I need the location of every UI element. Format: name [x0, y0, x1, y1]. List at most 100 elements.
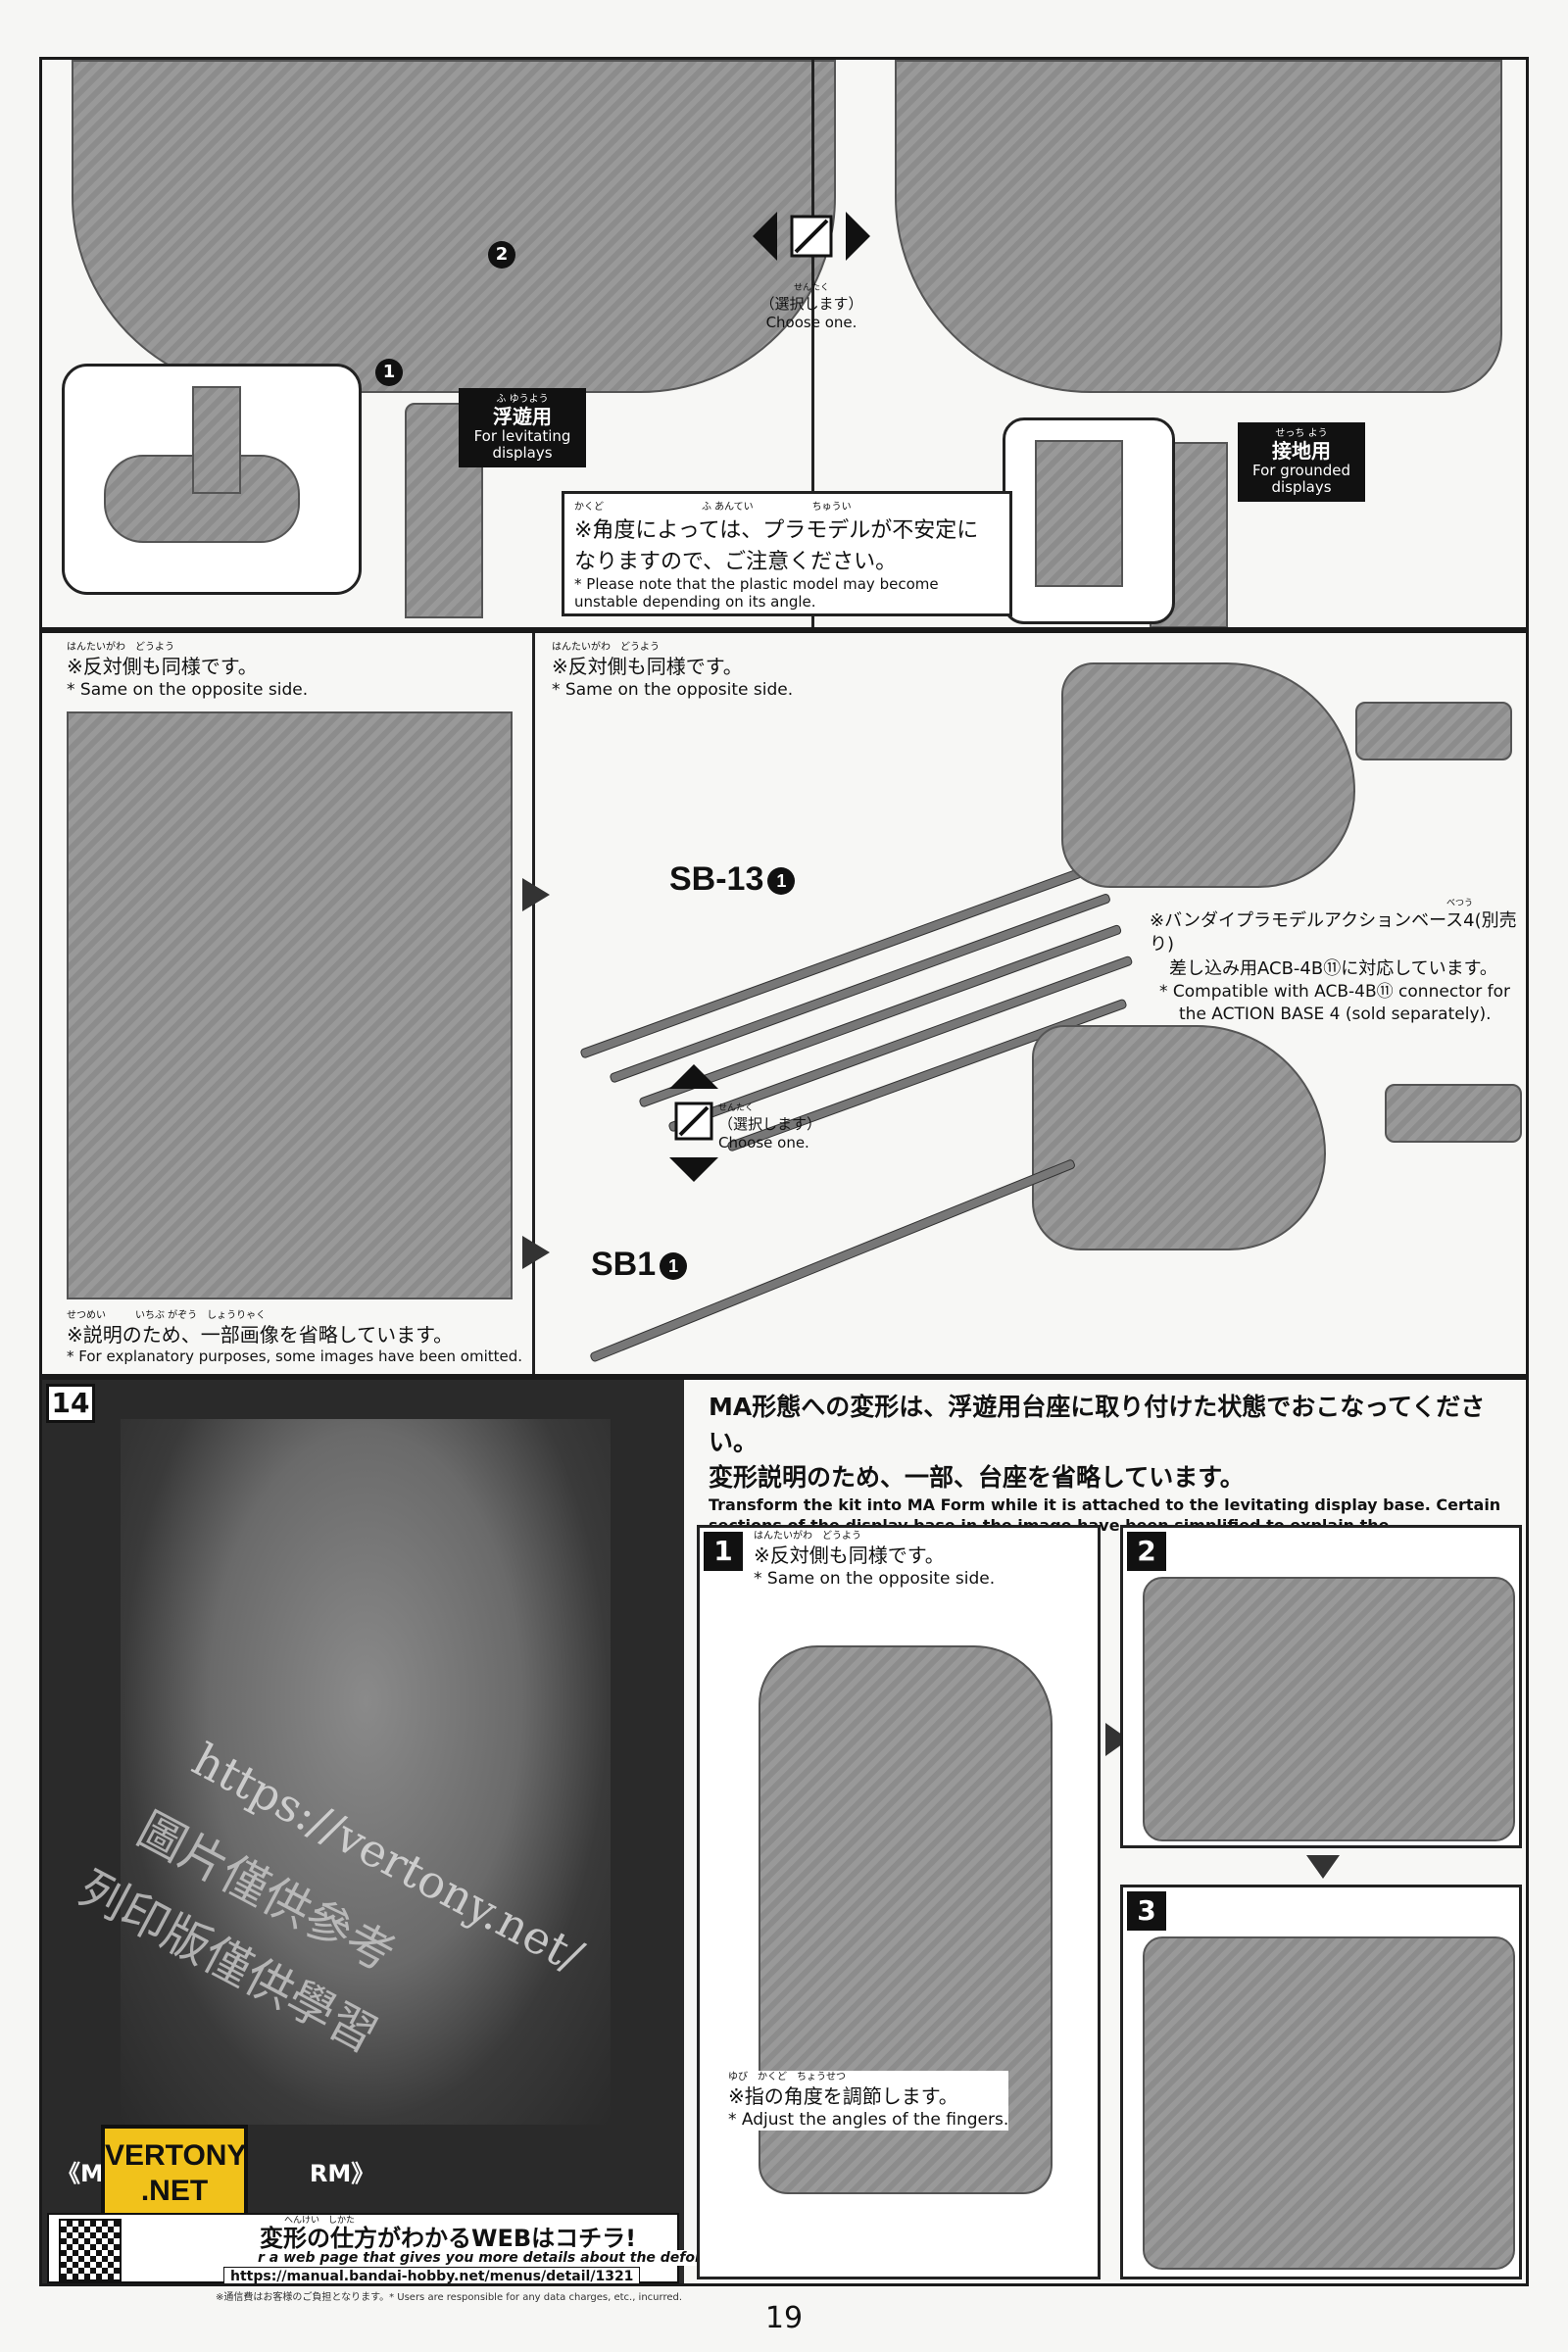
mid-divider	[532, 633, 535, 1374]
hand-unit-bottom-illustration	[1032, 1025, 1326, 1250]
caution-box: かくど ふ あんてい ちゅうい ※角度によっては、プラモデルが不安定に なります…	[562, 491, 1012, 616]
substep-1-note: はんたいがわ どうよう ※反対側も同様です。 * Same on the opp…	[754, 1530, 995, 1590]
action-base-ruby: べつう	[1446, 899, 1473, 908]
form-label: 《M RM》	[57, 2154, 374, 2188]
finger-ruby: ゆび かくど ちょうせつ	[728, 2072, 846, 2082]
mid-left-en: * Same on the opposite side.	[67, 680, 309, 700]
web-jp: 変形の仕方がわかるWEBはコチラ!	[260, 2225, 637, 2252]
header-jp2: 変形説明のため、一部、台座を省略しています。	[709, 1463, 1245, 1492]
web-ruby: へんけい しかた	[284, 2216, 356, 2226]
part-sb1-text: SB1	[591, 1246, 657, 1283]
omit-jp: ※説明のため、一部画像を省略しています。	[67, 1323, 454, 1347]
arrow-to-right-2-icon	[522, 1236, 550, 1269]
top-choose-jp: （選択します）	[760, 294, 863, 313]
part-sb13-number: 1	[767, 867, 796, 896]
caution-ruby: かくど ふ あんてい ちゅうい	[574, 502, 852, 513]
ma-form-model	[121, 1419, 611, 2125]
grounded-tag: せっち よう 接地用 For grounded displays	[1238, 422, 1365, 502]
substep-3: 3	[1120, 1885, 1522, 2279]
web-en: r a web page that gives you more details…	[258, 2250, 827, 2266]
form-label-left: 《M	[57, 2160, 104, 2187]
stand-callout	[62, 364, 362, 595]
mid-right-note: はんたいがわ どうよう ※反対側も同様です。 * Same on the opp…	[552, 641, 793, 701]
ma-form-photo: 14 https://vertony.net/ 圖片僅供參考 列印版僅供學習 《…	[42, 1380, 684, 2283]
mid-right-ruby: はんたいがわ どうよう	[552, 642, 660, 653]
mid-choose-jp: （選択します）	[718, 1114, 822, 1133]
shoulder-fold-illustration	[1143, 1577, 1515, 1841]
grounded-en: For grounded displays	[1251, 461, 1351, 496]
substep-1-ruby: はんたいがわ どうよう	[754, 1531, 861, 1542]
grounded-ruby: せっち よう	[1275, 428, 1328, 439]
substep-3-number: 3	[1127, 1891, 1166, 1931]
connector-top-illustration	[1355, 702, 1512, 760]
substep-1: 1 はんたいがわ どうよう ※反対側も同様です。 * Same on the o…	[697, 1525, 1101, 2279]
page-number: 19	[764, 2301, 804, 2335]
part-sb13-text: SB-13	[669, 860, 764, 898]
levitating-tag: ふ ゆうよう 浮遊用 For levitating displays	[459, 388, 586, 467]
mid-choose-note: せんたく （選択します） Choose one.	[718, 1103, 821, 1153]
top-choose-note: せんたく （選択します） Choose one.	[738, 283, 885, 333]
step-number-14: 14	[46, 1384, 95, 1423]
arrow-to-substep-3-icon	[1306, 1855, 1340, 1879]
arrow-to-substep-2-icon	[1105, 1723, 1129, 1756]
qr-code[interactable]	[59, 2219, 122, 2281]
step-mark-1: 1	[375, 359, 403, 386]
top-choose-ruby: せんたく	[793, 283, 829, 293]
levitating-en: For levitating displays	[473, 426, 571, 462]
arm-removal-illustration	[67, 711, 513, 1299]
manual-url-link[interactable]: https://manual.bandai-hobby.net/menus/de…	[223, 2267, 641, 2283]
head-fold-illustration	[1143, 1936, 1515, 2270]
action-base-note: べつう ※バンダイプラモデルアクションベース4(別売り) 差し込み用ACB-4B…	[1150, 898, 1526, 1026]
mid-left-ruby: はんたいがわ どうよう	[67, 642, 174, 653]
connector-bottom-illustration	[1385, 1084, 1522, 1143]
omit-note: せつめい いちぶ がぞう しょうりゃく ※説明のため、一部画像を省略しています。…	[67, 1309, 522, 1367]
top-choose-en: Choose one.	[765, 314, 858, 332]
action-base-jp2: 差し込み用ACB-4B⑪に対応しています。	[1169, 957, 1497, 979]
substep-1-number: 1	[704, 1532, 743, 1571]
action-base-en2: the ACTION BASE 4 (sold separately).	[1179, 1004, 1492, 1024]
finger-jp: ※指の角度を調節します。	[728, 2084, 958, 2108]
substep-2: 2	[1120, 1525, 1522, 1848]
caution-jp2: なりますので、ご注意ください。	[574, 550, 898, 574]
step14-panel: 14 https://vertony.net/ 圖片僅供參考 列印版僅供學習 《…	[39, 1377, 1529, 2286]
action-base-en1: * Compatible with ACB-4B⑪ connector for	[1159, 982, 1510, 1003]
part-sb1-number: 1	[660, 1252, 688, 1281]
hand-unit-top-illustration	[1061, 662, 1355, 888]
substep-2-number: 2	[1127, 1532, 1166, 1571]
finger-en: * Adjust the angles of the fingers.	[728, 2110, 1009, 2130]
caution-jp1: ※角度によっては、プラモデルが不安定に	[574, 518, 979, 543]
arrow-to-right-1-icon	[522, 878, 550, 911]
choose-one-vertical-icon	[669, 1064, 718, 1182]
mid-right-en: * Same on the opposite side.	[552, 680, 794, 700]
omit-en: * For explanatory purposes, some images …	[67, 1348, 523, 1365]
finger-note: ゆび かくど ちょうせつ ※指の角度を調節します。 * Adjust the a…	[728, 2071, 1009, 2132]
mid-choose-ruby: せんたく	[718, 1103, 755, 1113]
header-jp1: MA形態への変形は、浮遊用台座に取り付けた状態でおこなってください。	[709, 1393, 1486, 1456]
vertony-logo: VERTONY .NET	[101, 2125, 248, 2242]
top-panel: 1 2 ふ ゆうよう 浮遊用 For levitating displays せ…	[39, 57, 1529, 630]
data-charge-note: ※通信費はお客様のご負担となります。* Users are responsibl…	[216, 2292, 683, 2303]
substep-1-jp: ※反対側も同様です。	[754, 1544, 945, 1567]
middle-panel: はんたいがわ どうよう ※反対側も同様です。 * Same on the opp…	[39, 630, 1529, 1377]
grounded-callout	[1003, 417, 1175, 624]
substep-1-en: * Same on the opposite side.	[754, 1569, 996, 1589]
mid-right-jp: ※反対側も同様です。	[552, 655, 743, 678]
levitating-mount-illustration	[72, 60, 836, 393]
grounded-mount-illustration	[895, 60, 1502, 393]
grounded-stand-image	[1035, 440, 1123, 587]
mid-left-jp: ※反対側も同様です。	[67, 655, 258, 678]
step-mark-2: 2	[488, 241, 515, 269]
omit-ruby: せつめい いちぶ がぞう しょうりゃく	[67, 1310, 267, 1321]
choose-one-icon	[753, 212, 870, 261]
mid-left-note: はんたいがわ どうよう ※反対側も同様です。 * Same on the opp…	[67, 641, 308, 701]
mid-choose-en: Choose one.	[718, 1134, 809, 1152]
top-divider	[811, 60, 814, 627]
grounded-jp: 接地用	[1272, 438, 1331, 463]
caution-en: * Please note that the plastic model may…	[574, 575, 939, 611]
action-base-jp1: ※バンダイプラモデルアクションベース4(別売り)	[1150, 910, 1517, 956]
levitating-ruby: ふ ゆうよう	[496, 394, 549, 405]
levitating-jp: 浮遊用	[493, 404, 552, 428]
form-label-right: RM》	[309, 2160, 375, 2187]
